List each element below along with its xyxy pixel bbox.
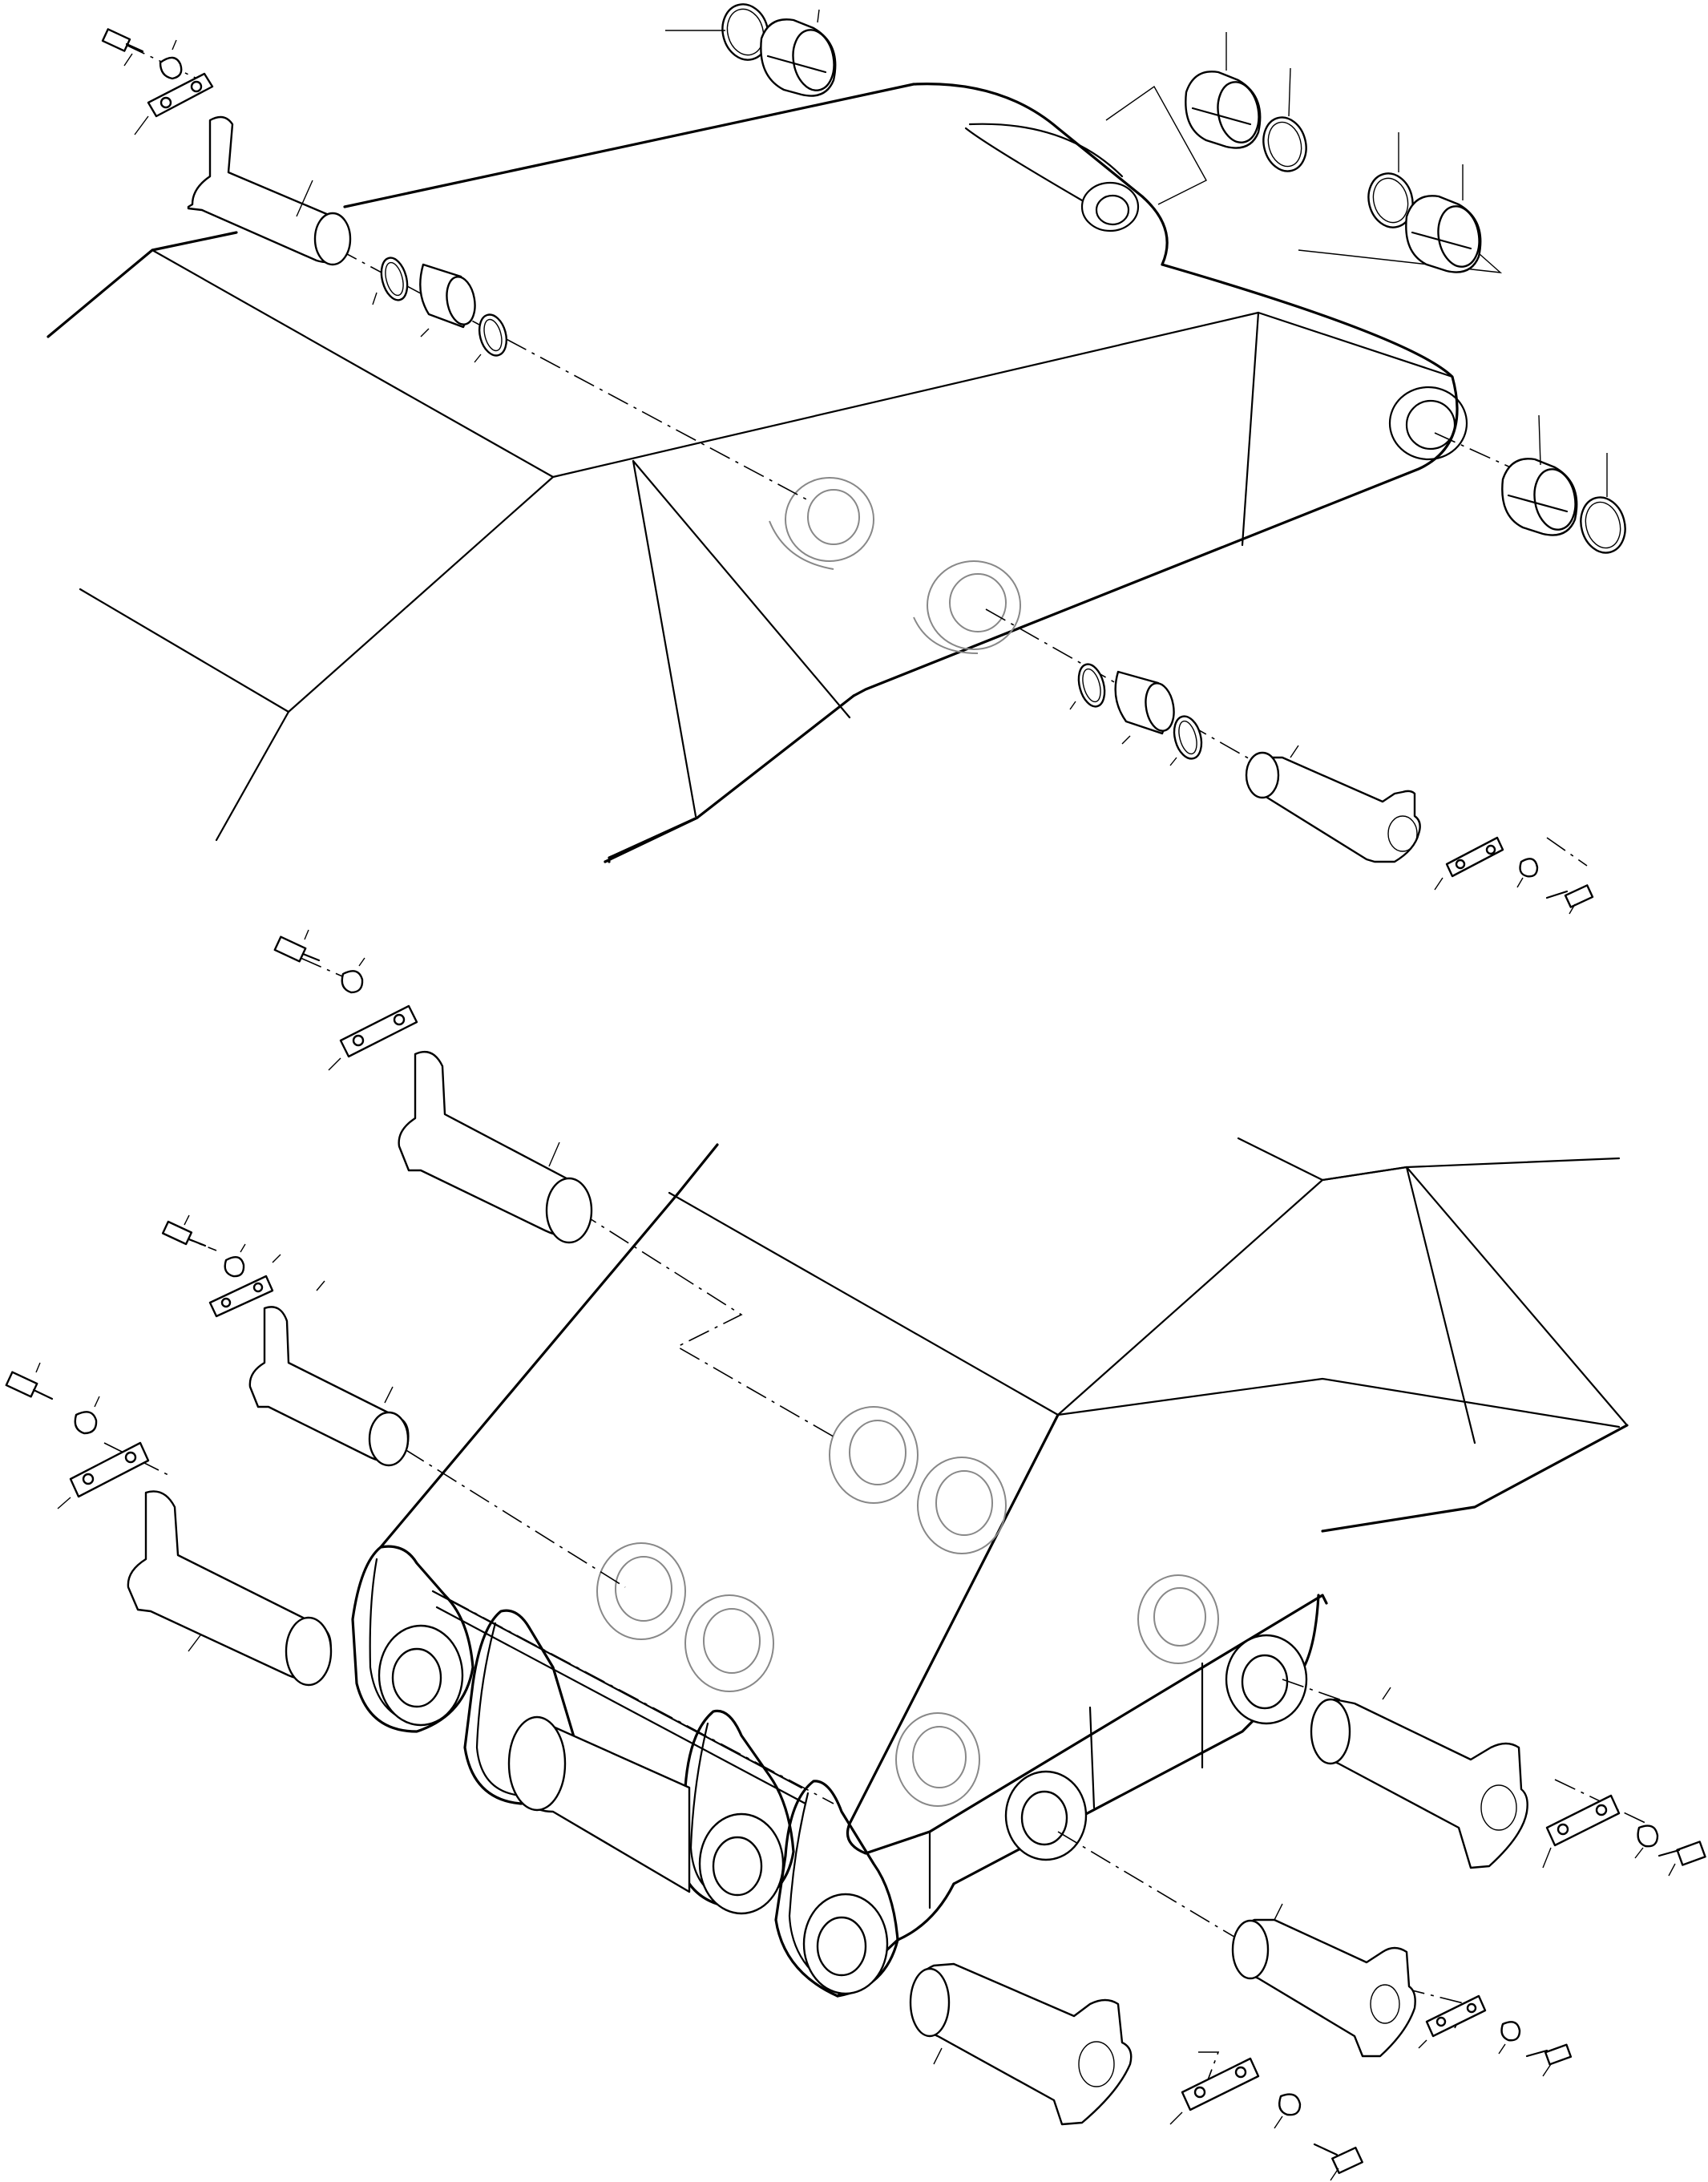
lock-washer-bottom-right-2: [1498, 2021, 1521, 2055]
seal-ring-top-centre: [665, 3, 769, 61]
boom-foot-bore-a: [829, 1406, 919, 1504]
pin-top-left: [187, 115, 352, 266]
bolt-top-right: [1545, 884, 1594, 915]
seal-ring-top-right-1: [1262, 67, 1307, 172]
boom-foot-bore-f: [895, 1712, 980, 1807]
lock-washer-bottom-left-2: [224, 1243, 246, 1278]
bushing-top-left: [419, 263, 476, 337]
clevis-lug-4: [774, 1780, 899, 1998]
clevis-lug-3: [676, 1709, 795, 1915]
boom-foot-bore-b: [917, 1457, 1007, 1554]
axis-line-bottom-10: [103, 1442, 169, 1476]
axis-line-bottom-2: [404, 1449, 626, 1588]
seal-ring-top-right-3: [1580, 453, 1626, 554]
axis-line-bottom-1: [576, 1210, 838, 1440]
pin-bottom-right-2: [1231, 1903, 1416, 2058]
pin-bottom-left-3: [127, 1490, 333, 1687]
bushing-top-mid: [1114, 670, 1175, 745]
lock-washer-top-left: [159, 39, 183, 80]
lock-plate-bottom-left-2: [208, 1254, 325, 1318]
lug-shaft: [431, 1590, 834, 1893]
seal-ring-top-left-1: [372, 257, 409, 305]
lock-plate-top-right: [1434, 836, 1504, 891]
pin-bottom-centre: [909, 1962, 1133, 2126]
axis-line-bottom-7: [1198, 2051, 1220, 2085]
lock-washer-bottom-right-1: [1634, 1824, 1659, 1859]
pin-top-right: [1245, 745, 1421, 863]
bolt-bottom-right-1: [1658, 1841, 1706, 1877]
lock-plate-bottom-right-1: [1542, 1794, 1621, 1869]
bolt-bottom-left-1: [273, 929, 321, 963]
clevis-lug-2: [463, 1609, 579, 1805]
bushing-top-centre: [760, 9, 837, 97]
pin-bottom-left-2: [248, 1306, 410, 1467]
top-assembly: [46, 3, 1626, 915]
bushing-top-right-3: [1501, 414, 1578, 536]
bolt-bottom-left-3: [5, 1362, 54, 1400]
seal-ring-top-mid-2: [1169, 715, 1203, 766]
boom-bore-upper-right: [1080, 181, 1140, 232]
lock-plate-bottom-left-1: [328, 1004, 418, 1071]
pin-bottom-left-1: [398, 1050, 593, 1244]
axis-line-bottom-4: [1282, 1679, 1363, 1708]
pin-bottom-right-1: [1310, 1687, 1528, 1869]
boom-bore-lower-left: [913, 560, 1021, 654]
axis-line-top-5: [1546, 837, 1588, 867]
lock-plate-bottom-centre: [1169, 2057, 1260, 2125]
boom-foot-bore-d: [684, 1594, 774, 1692]
axis-line-bottom-3: [1057, 1831, 1267, 1957]
seal-ring-top-left-2: [474, 313, 508, 363]
boom-foot-bore-e: [1137, 1574, 1219, 1664]
boom-foot-bore-c: [596, 1542, 686, 1640]
boom-top-body: [46, 83, 1459, 863]
lock-plate-bottom-left-3: [57, 1441, 150, 1509]
bushing-top-right-1: [1185, 32, 1262, 149]
lock-plate-top-left: [134, 72, 214, 135]
seal-ring-top-mid-1: [1069, 663, 1106, 710]
seal-ring-top-right-2: [1367, 132, 1414, 228]
lock-plate-bottom-right-2: [1418, 1994, 1487, 2049]
boom-bore-upper-left: [769, 477, 874, 570]
bushing-top-right-2: [1405, 164, 1482, 273]
bolt-bottom-centre: [1313, 2143, 1363, 2181]
bolt-bottom-left-2: [161, 1214, 207, 1247]
boom-foot-bore-h: [1004, 1770, 1088, 1861]
lock-washer-bottom-centre: [1274, 2093, 1302, 2129]
boom-foot-body: [379, 1137, 1629, 1998]
boom-bore-right: [1388, 386, 1468, 461]
bottom-assembly: [5, 929, 1706, 2181]
lock-washer-bottom-left-3: [74, 1396, 100, 1435]
axis-line-top-1: [336, 248, 810, 502]
lock-washer-top-right: [1516, 858, 1539, 888]
boom-foot-bore-g: [1225, 1634, 1308, 1725]
bolt-top-left: [101, 28, 144, 67]
lock-washer-bottom-left-1: [341, 957, 365, 994]
axis-line-top-3: [1434, 432, 1524, 474]
clevis-lug-1: [351, 1545, 474, 1733]
bolt-bottom-right-2: [1525, 2043, 1573, 2077]
